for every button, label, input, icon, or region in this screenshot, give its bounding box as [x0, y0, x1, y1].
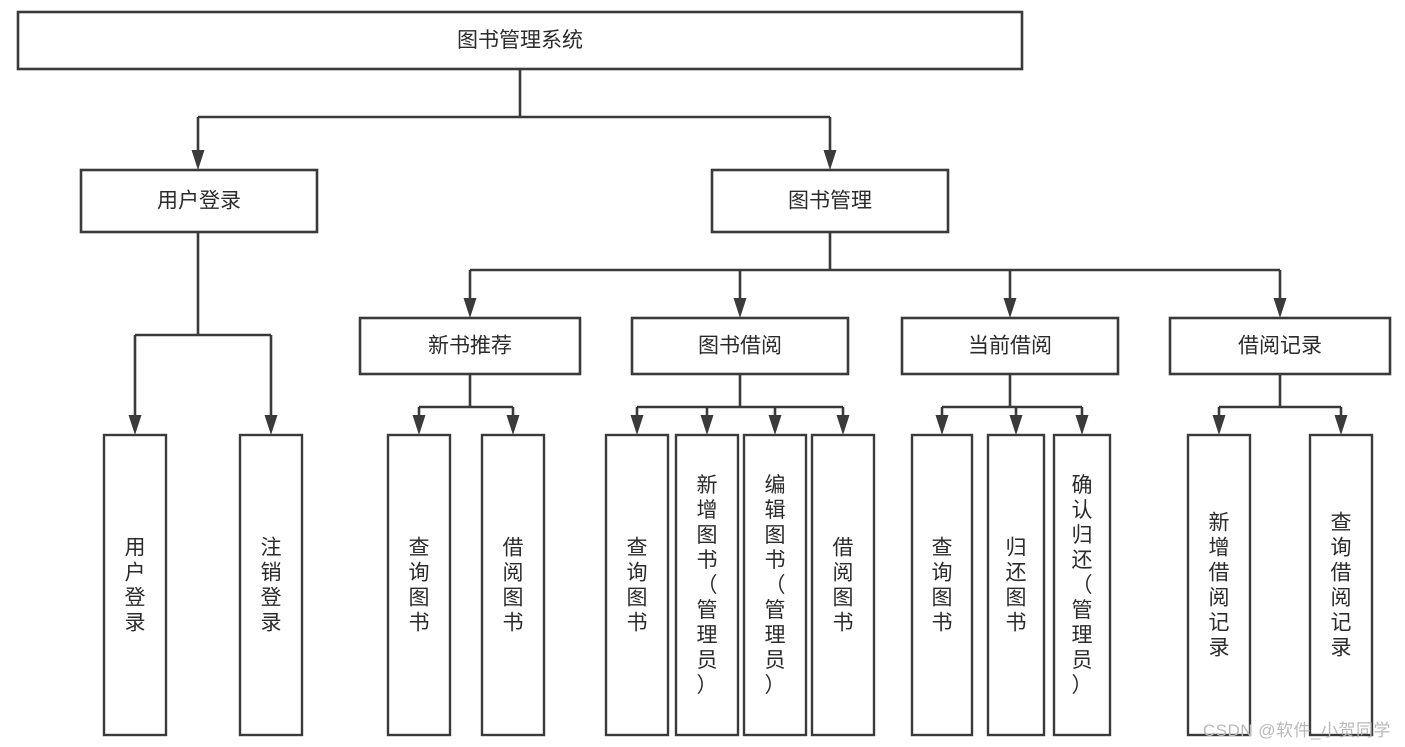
connector-layer: [128, 69, 1348, 435]
level2-node-4[interactable]: 借阅记录: [1168, 316, 1392, 376]
level1-node-2[interactable]: 图书管理: [710, 168, 950, 234]
leaf-node-11[interactable]: 确认归还（管理员）: [1052, 433, 1112, 737]
book-mgmt-bus: [463, 232, 1287, 318]
leaf-node-8-label: 借阅图书: [833, 537, 854, 635]
root-bus: [191, 69, 837, 170]
level1-node-1[interactable]: 用户登录: [79, 168, 319, 234]
leaf-node-11-label: 确认归还（管理员）: [1072, 474, 1093, 697]
leaf-node-3[interactable]: 查询图书: [386, 433, 452, 737]
borrow-bus: [630, 374, 850, 435]
csdn-watermark: CSDN @软件_小贺同学: [1202, 721, 1391, 740]
leaf-node-2[interactable]: 注销登录: [238, 433, 304, 737]
leaf-node-8[interactable]: 借阅图书: [810, 433, 876, 737]
level2-node-4-label: 借阅记录: [1238, 335, 1322, 358]
new-book-bus: [412, 374, 520, 435]
leaf-node-5[interactable]: 查询图书: [604, 433, 670, 737]
level1-node-1-label: 用户登录: [157, 190, 241, 213]
leaf-node-1[interactable]: 用户登录: [102, 433, 168, 737]
leaf-node-13[interactable]: 查询借阅记录: [1308, 433, 1374, 737]
level2-node-3[interactable]: 当前借阅: [900, 316, 1120, 376]
root-node-book-management-system[interactable]: 图书管理系统: [16, 10, 1024, 71]
level2-node-3-label: 当前借阅: [968, 335, 1052, 358]
leaf-node-10[interactable]: 归还图书: [986, 433, 1046, 737]
leaf-node-7[interactable]: 编辑图书（管理员）: [742, 433, 808, 737]
leaf-node-2-label: 注销登录: [261, 537, 282, 635]
leaf-node-6[interactable]: 新增图书（管理员）: [674, 433, 740, 737]
leaf-node-9-label: 查询图书: [932, 537, 953, 635]
leaf-node-12-label: 新增借阅记录: [1209, 512, 1230, 660]
current-bus: [935, 374, 1089, 435]
node-layer: 图书管理系统用户登录图书管理新书推荐图书借阅当前借阅借阅记录用户登录注销登录查询…: [16, 10, 1392, 737]
leaf-node-9[interactable]: 查询图书: [910, 433, 974, 737]
user-login-bus: [128, 232, 278, 435]
level2-node-1-label: 新书推荐: [428, 335, 512, 358]
leaf-node-12[interactable]: 新增借阅记录: [1186, 433, 1252, 737]
leaf-node-7-label: 编辑图书（管理员）: [765, 474, 786, 697]
level1-node-2-label: 图书管理: [788, 190, 872, 213]
record-bus: [1212, 374, 1348, 435]
leaf-node-6-label: 新增图书（管理员）: [697, 474, 718, 697]
leaf-node-4-label: 借阅图书: [503, 537, 524, 635]
leaf-node-1-label: 用户登录: [125, 537, 146, 635]
level2-node-2-label: 图书借阅: [698, 335, 782, 358]
root-node-book-management-system-label: 图书管理系统: [457, 29, 583, 52]
leaf-node-13-label: 查询借阅记录: [1331, 512, 1352, 660]
level2-node-2[interactable]: 图书借阅: [630, 316, 850, 376]
leaf-node-5-label: 查询图书: [627, 537, 648, 635]
level2-node-1[interactable]: 新书推荐: [358, 316, 582, 376]
leaf-node-4[interactable]: 借阅图书: [480, 433, 546, 737]
leaf-node-10-label: 归还图书: [1006, 537, 1027, 635]
leaf-node-3-label: 查询图书: [409, 537, 430, 635]
